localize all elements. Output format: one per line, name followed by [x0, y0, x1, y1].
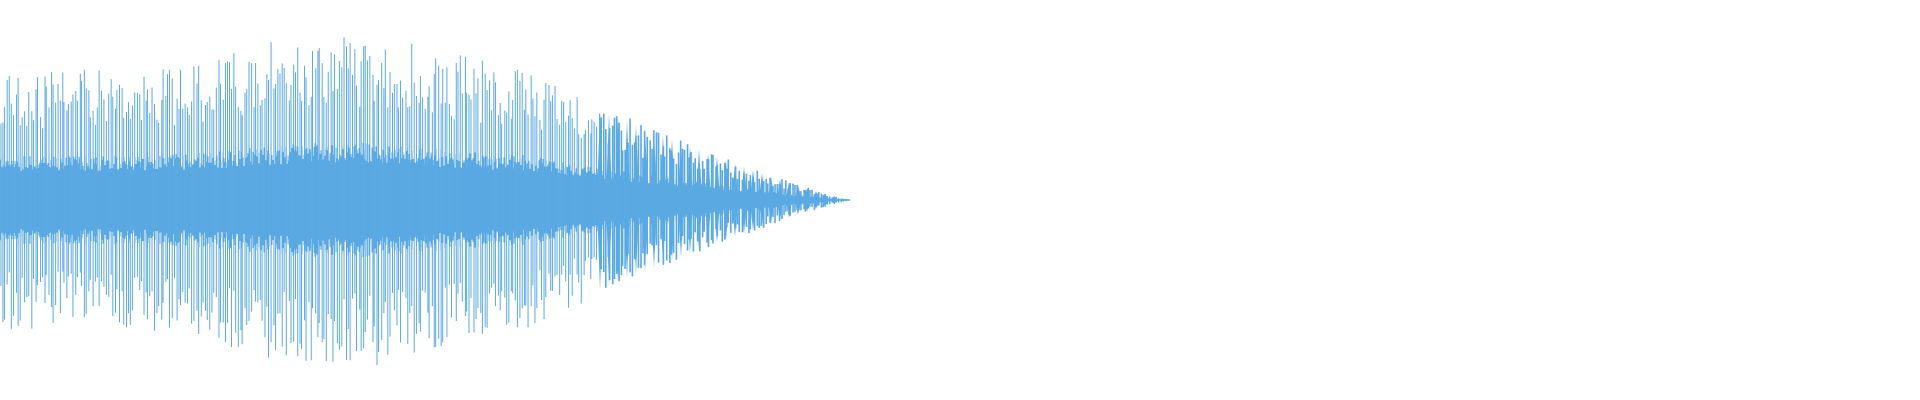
- waveform-tail-pulse: [713, 156, 721, 244]
- waveform-tail-pulse: [695, 149, 703, 251]
- waveform-tail-pulse: [614, 117, 622, 283]
- waveform-tail-pulse: [668, 139, 676, 261]
- waveform-tail-pulse: [659, 135, 667, 265]
- waveform-tail-pulse: [677, 142, 685, 258]
- waveform-tail-pulse: [740, 166, 748, 234]
- waveform-tail-pulse: [704, 153, 712, 247]
- waveform-tail-pulse: [758, 172, 766, 228]
- waveform-tail-pulse: [686, 146, 694, 254]
- waveform-lines: [0, 37, 851, 365]
- waveform-tail-pulse: [731, 163, 739, 237]
- waveform-tail-pulse: [776, 179, 784, 221]
- waveform-tail-pulse: [623, 121, 631, 279]
- waveform-tail-pulse: [641, 128, 649, 272]
- waveform-tail-pulse: [785, 182, 793, 218]
- waveform-tail-pulse: [632, 124, 640, 276]
- waveform-tail-pulse: [767, 176, 775, 224]
- waveform-tail-pulse: [794, 185, 802, 215]
- waveform-tail-pulse: [722, 159, 730, 241]
- waveform-tail-pulse: [650, 132, 658, 268]
- waveform-tail-pulse: [605, 113, 613, 287]
- waveform-tail-pulse: [749, 169, 757, 231]
- waveform-tail-pulse: [596, 110, 604, 290]
- waveform-tail-pulse: [812, 190, 820, 210]
- waveform-tail-pulse: [803, 188, 811, 212]
